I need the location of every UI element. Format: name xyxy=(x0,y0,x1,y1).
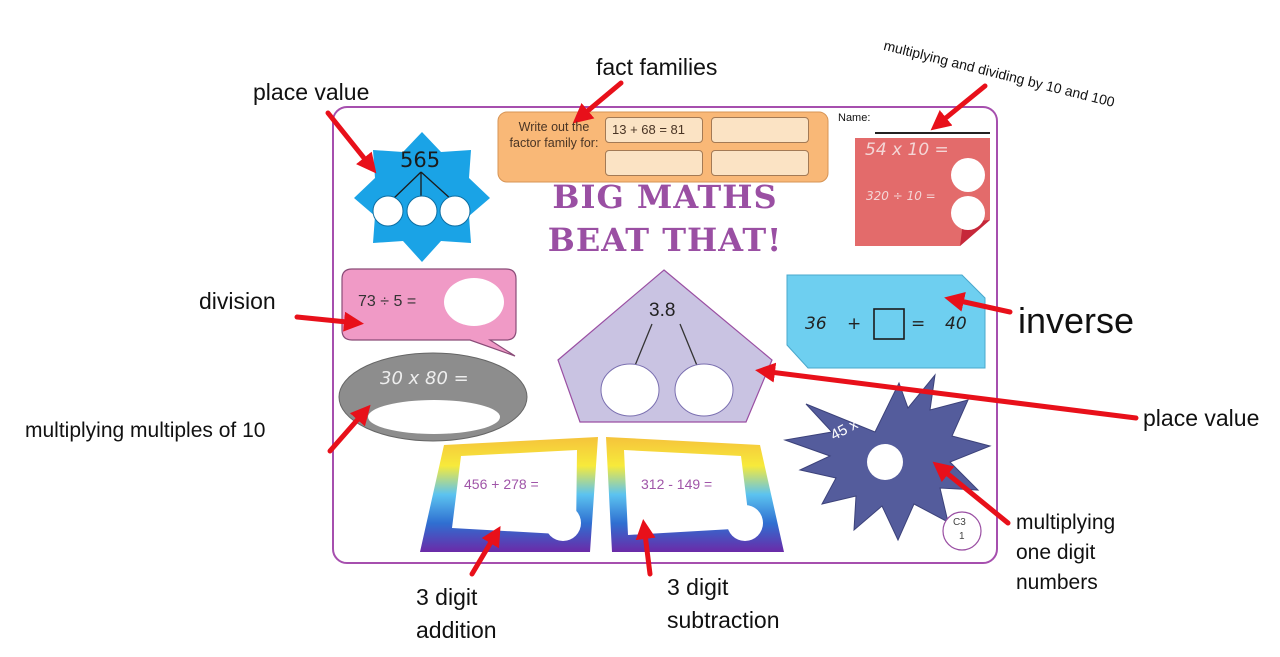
mult-div-question-1: 54 x 10 = xyxy=(865,140,949,160)
inverse-plus: + xyxy=(847,314,862,334)
answer-circle xyxy=(674,363,734,417)
subtraction-question: 312 - 149 = xyxy=(641,476,713,492)
fact-family-field[interactable] xyxy=(605,150,703,176)
annotation-division: division xyxy=(199,288,276,314)
answer-oval xyxy=(368,400,500,434)
fact-family-equation: 13 + 68 = 81 xyxy=(612,122,686,137)
annotation-one-digit-line2: one digit xyxy=(1016,541,1096,564)
fact-family-field[interactable]: 13 + 68 = 81 xyxy=(605,117,703,143)
annotation-subtraction-line2: subtraction xyxy=(667,607,780,633)
arrow-inverse xyxy=(944,292,1013,315)
answer-circle xyxy=(545,505,581,541)
annotation-fact-families: fact families xyxy=(596,54,718,80)
subtraction-frame xyxy=(606,437,784,552)
name-label: Name: xyxy=(838,112,871,124)
arrow-one-digit xyxy=(932,461,1011,526)
place-value-number: 565 xyxy=(400,148,441,172)
arrow-multiples-10 xyxy=(327,404,371,454)
arrow-subtraction xyxy=(635,519,656,577)
division-question: 73 ÷ 5 = xyxy=(358,293,417,310)
answer-circle xyxy=(600,363,660,417)
inverse-tag xyxy=(786,274,986,369)
worksheet-title-line1: BIG MATHS xyxy=(552,178,778,216)
arrow-place-value-right xyxy=(755,362,1139,421)
multiples-question: 30 x 80 = xyxy=(380,368,469,389)
annotation-one-digit-line3: numbers xyxy=(1016,571,1098,594)
arrow-mult-div-10 xyxy=(930,83,988,131)
annotation-addition-line1: 3 digit xyxy=(416,584,478,610)
decimal-number: 3.8 xyxy=(649,300,676,321)
fact-family-field[interactable] xyxy=(711,150,809,176)
worksheet-title-line2: BEAT THAT! xyxy=(547,221,783,259)
answer-circle xyxy=(951,158,985,192)
annotation-place-value-top: place value xyxy=(253,79,370,105)
answer-circle xyxy=(951,196,985,230)
answer-circle xyxy=(444,278,504,326)
arrow-fact-families xyxy=(572,80,624,124)
answer-circle xyxy=(439,195,471,227)
worksheet-code-line1: C3 xyxy=(953,517,966,528)
worksheet-code-circle xyxy=(942,511,982,551)
answer-circle xyxy=(867,444,903,480)
missing-number-box xyxy=(873,308,905,340)
annotation-multiples-10: multiplying multiples of 10 xyxy=(25,419,266,442)
annotation-inverse: inverse xyxy=(1018,300,1135,341)
annotation-subtraction-line1: 3 digit xyxy=(667,574,729,600)
addition-question: 456 + 278 = xyxy=(464,476,539,492)
arrow-place-value-top xyxy=(325,110,377,174)
answer-circle xyxy=(727,505,763,541)
inverse-equals: = xyxy=(911,314,926,334)
arrow-division xyxy=(294,311,364,332)
annotation-one-digit-line1: multiplying xyxy=(1016,511,1116,534)
arrow-addition xyxy=(469,525,501,577)
answer-circle xyxy=(372,195,404,227)
annotation-place-value-right: place value xyxy=(1143,405,1260,431)
answer-circle xyxy=(406,195,438,227)
annotation-addition-line2: addition xyxy=(416,617,497,643)
inverse-right-number: 40 xyxy=(945,314,967,334)
fact-family-field[interactable] xyxy=(711,117,809,143)
addition-frame xyxy=(420,437,598,552)
worksheet-code-line2: 1 xyxy=(959,531,965,542)
fact-family-prompt: Write out the factor family for: xyxy=(509,120,599,150)
inverse-left-number: 36 xyxy=(805,314,827,334)
mult-div-question-2: 320 ÷ 10 = xyxy=(866,189,936,203)
